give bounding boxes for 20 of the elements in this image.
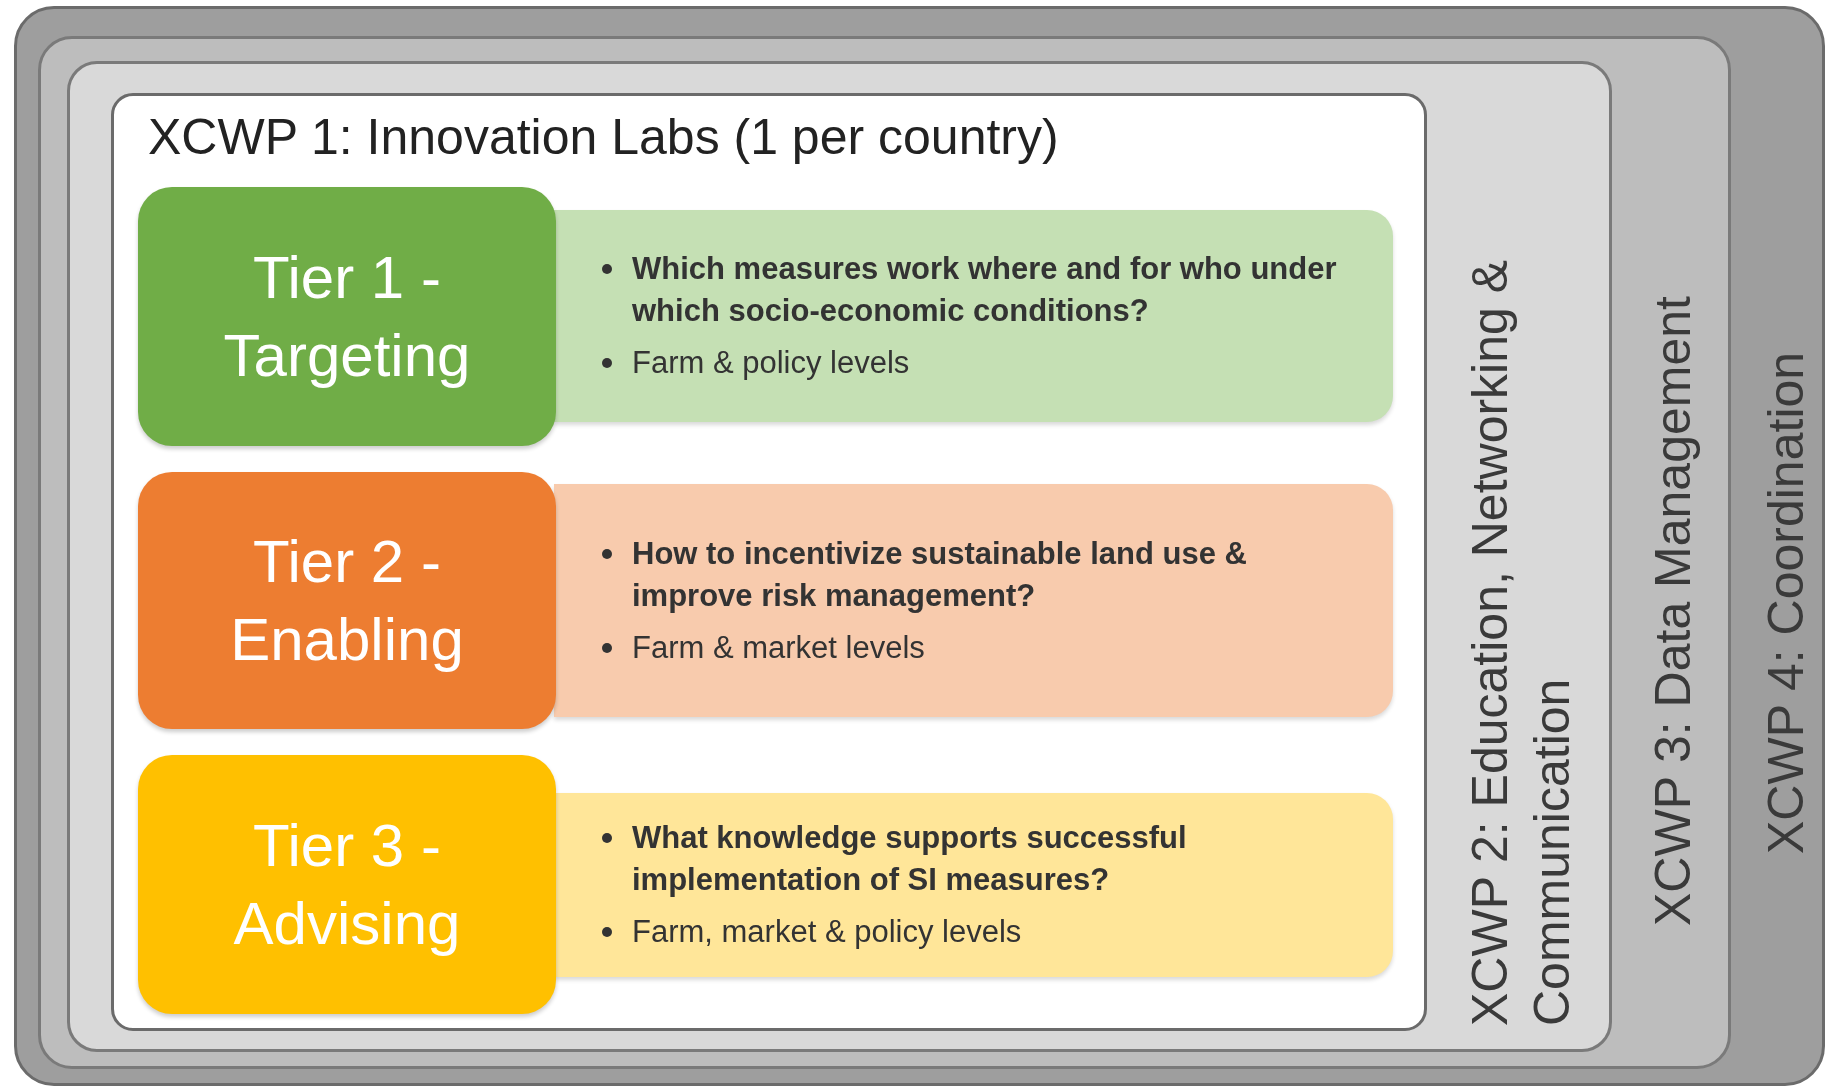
tier-label: Tier 1 - Targeting (222, 242, 472, 391)
panel-title: XCWP 1: Innovation Labs (1 per country) (148, 108, 1059, 166)
tier-label: Tier 2 - Enabling (229, 526, 465, 675)
description-box (554, 793, 1393, 977)
description-box (554, 484, 1393, 717)
tier-box (138, 472, 556, 729)
question-text: Which measures work where and for who under which socio-economic conditions? (598, 248, 1363, 332)
scope-text: Farm & market levels (598, 626, 1363, 669)
tier-box (138, 755, 556, 1014)
panel-frame (111, 93, 1427, 1031)
tier-label: Tier 3 - Advising (232, 810, 462, 959)
vertical-label: XCWP 4: Coordination (1757, 350, 1815, 854)
question-text: How to incentivize sustainable land use & improve risk management? (598, 532, 1363, 617)
vertical-label: XCWP 2: Education, Networking & Communication (1461, 258, 1581, 1026)
tier-box (138, 187, 556, 446)
scope-text: Farm, market & policy levels (598, 911, 1363, 953)
description-box (554, 210, 1393, 422)
scope-text: Farm & policy levels (598, 342, 1363, 384)
question-text: What knowledge supports successful implementation of SI measures? (598, 817, 1363, 901)
vertical-label: XCWP 3: Data Management (1644, 295, 1702, 926)
